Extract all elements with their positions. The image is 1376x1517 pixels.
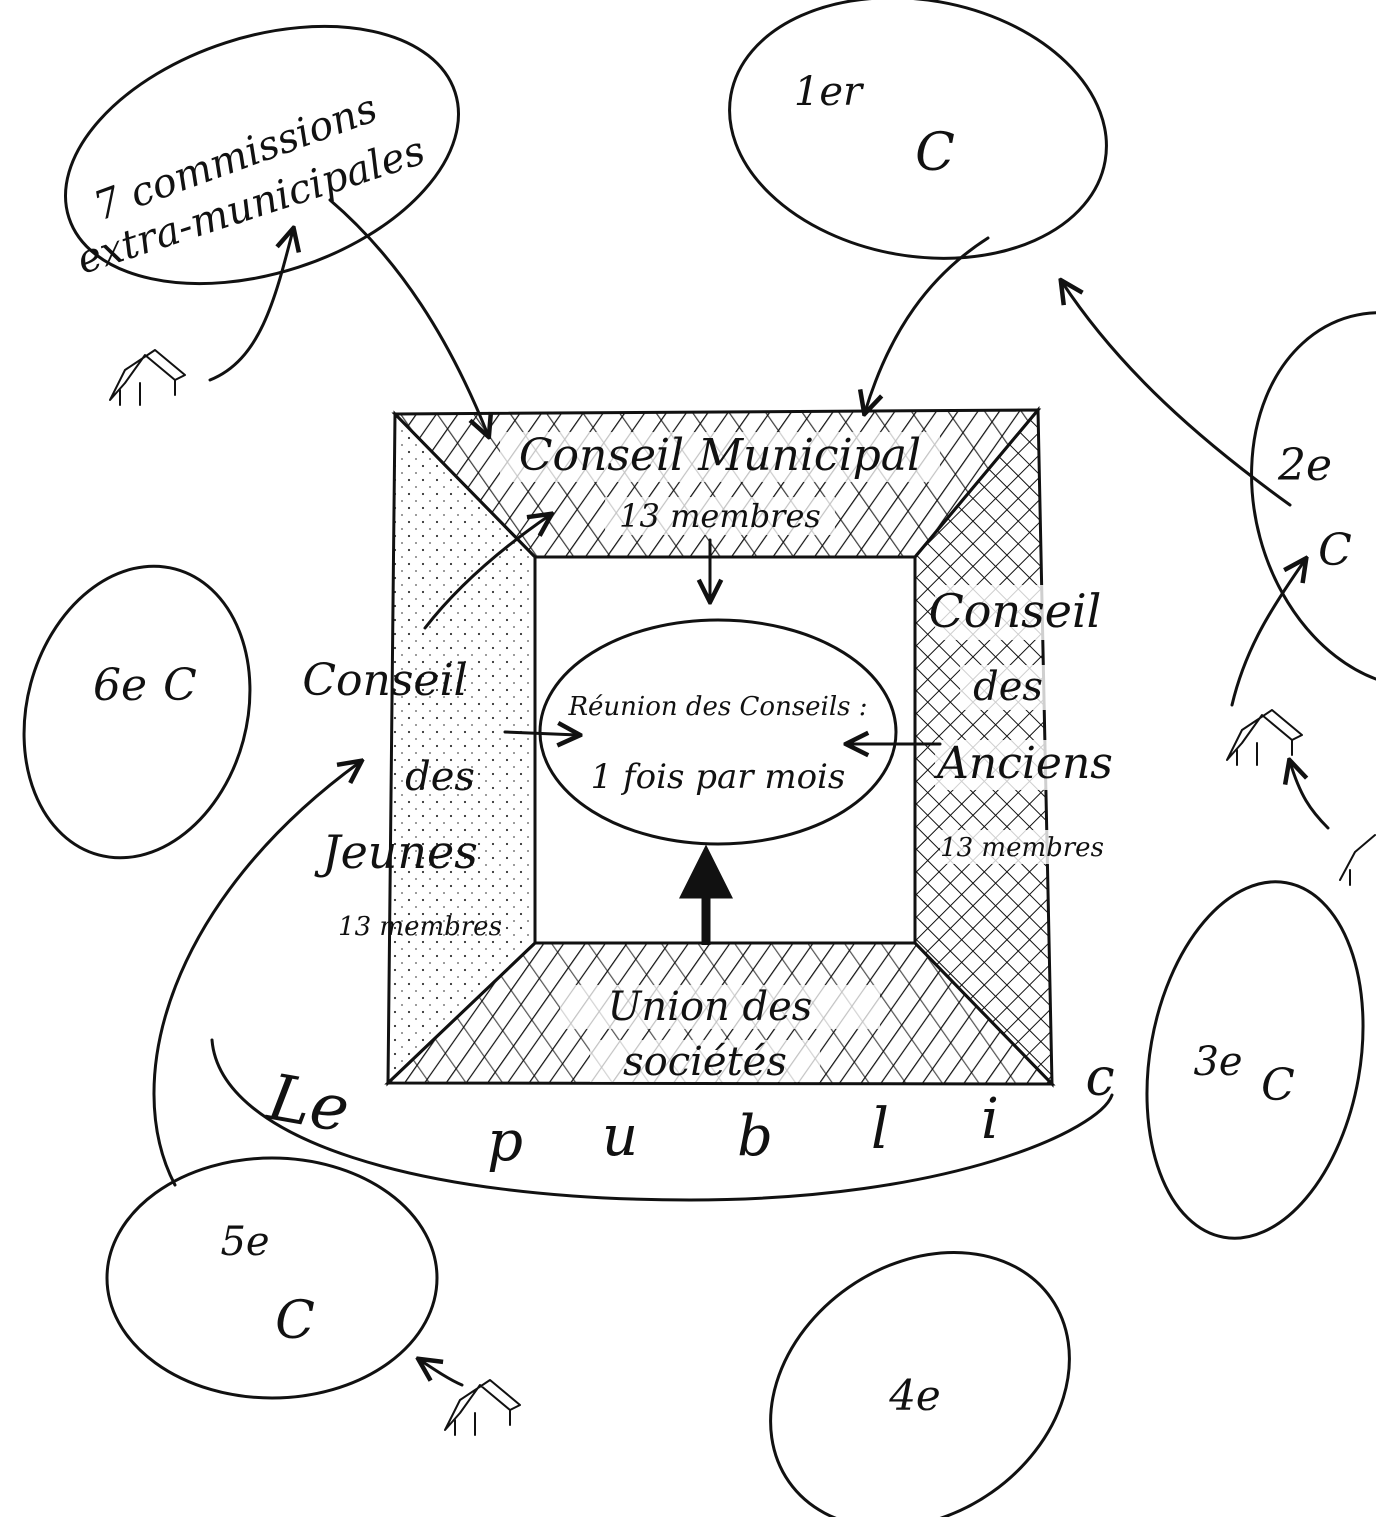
arrow-icon	[1230, 560, 1305, 707]
union-label: Union des sociétés	[560, 984, 880, 1085]
quarter-5-ordinal: 5e	[220, 1219, 269, 1265]
public-letter-c: c	[1085, 1048, 1114, 1108]
quarter-1-ellipse	[728, 0, 1108, 260]
jeunes-line3: Jeunes	[314, 825, 478, 879]
house-icon	[444, 1379, 521, 1436]
arrow-icon	[1062, 282, 1292, 507]
quarter-5-abbr: C	[275, 1291, 315, 1351]
arrow-icon	[865, 236, 990, 412]
house-icon	[1339, 834, 1376, 886]
commissions-ellipse	[64, 24, 460, 286]
quarter-3-ordinal: 3e	[1193, 1039, 1242, 1085]
inner-square	[533, 555, 917, 945]
arrow-icon	[152, 762, 360, 1187]
house-icon	[109, 349, 186, 406]
anciens-members: 13 membres	[940, 833, 1104, 863]
quarter-6-ellipse	[22, 564, 252, 860]
quarter-1-ordinal: 1er	[794, 69, 865, 115]
public-le: Le	[262, 1061, 355, 1148]
arrow-icon	[503, 732, 578, 735]
conseil-jeunes-label: Conseil des Jeunes 13 membres	[302, 655, 502, 942]
union-line1: Union des	[608, 984, 813, 1030]
conseil-anciens-label: Conseil des Anciens 13 membres	[929, 584, 1115, 864]
public-letter-b: b	[737, 1104, 773, 1169]
anciens-line2: des	[973, 664, 1043, 710]
quarter-3-abbr: C	[1261, 1060, 1295, 1111]
arrow-icon	[420, 1360, 464, 1387]
public-letter-l: l	[871, 1097, 889, 1162]
conseil-municipal-title: Conseil Municipal	[519, 430, 921, 481]
jeunes-line1: Conseil	[302, 655, 467, 706]
jeunes-line2: des	[405, 754, 475, 800]
quarter-2-ellipse	[1250, 311, 1376, 689]
reunion-line1: Réunion des Conseils :	[567, 692, 867, 722]
quarter-4-ordinal: 4e	[888, 1371, 941, 1420]
public-arc	[210, 1038, 1114, 1202]
arrow-icon	[208, 230, 293, 382]
quarter-3-ellipse	[1145, 880, 1365, 1240]
arrow-icon	[423, 515, 550, 630]
arrow-icon	[328, 198, 488, 435]
public-label: Le p u b l i c	[262, 1048, 1115, 1174]
public-letter-i: i	[981, 1087, 999, 1152]
public-letter-u: u	[602, 1104, 638, 1169]
quarter-1-abbr: C	[915, 123, 955, 183]
public-letter-p: p	[487, 1109, 523, 1174]
quarter-6-ordinal: 6e	[93, 660, 147, 711]
quarter-4-ellipse	[769, 1250, 1071, 1517]
reunion-line2: 1 fois par mois	[591, 757, 846, 797]
conseil-municipal-label: Conseil Municipal 13 membres	[500, 430, 940, 535]
arrow-icon	[1290, 762, 1330, 830]
quarter-2-ordinal: 2e	[1277, 440, 1332, 491]
anciens-line3: Anciens	[933, 738, 1113, 789]
quarter-6-abbr: C	[163, 660, 197, 711]
quarter-5-ellipse	[105, 1156, 439, 1400]
anciens-line1: Conseil	[929, 584, 1102, 638]
jeunes-members: 13 membres	[338, 912, 502, 942]
conseil-municipal-members: 13 membres	[619, 497, 821, 535]
union-line2: sociétés	[623, 1039, 787, 1085]
house-icon	[1226, 709, 1303, 766]
quarter-2-abbr: C	[1318, 525, 1352, 576]
